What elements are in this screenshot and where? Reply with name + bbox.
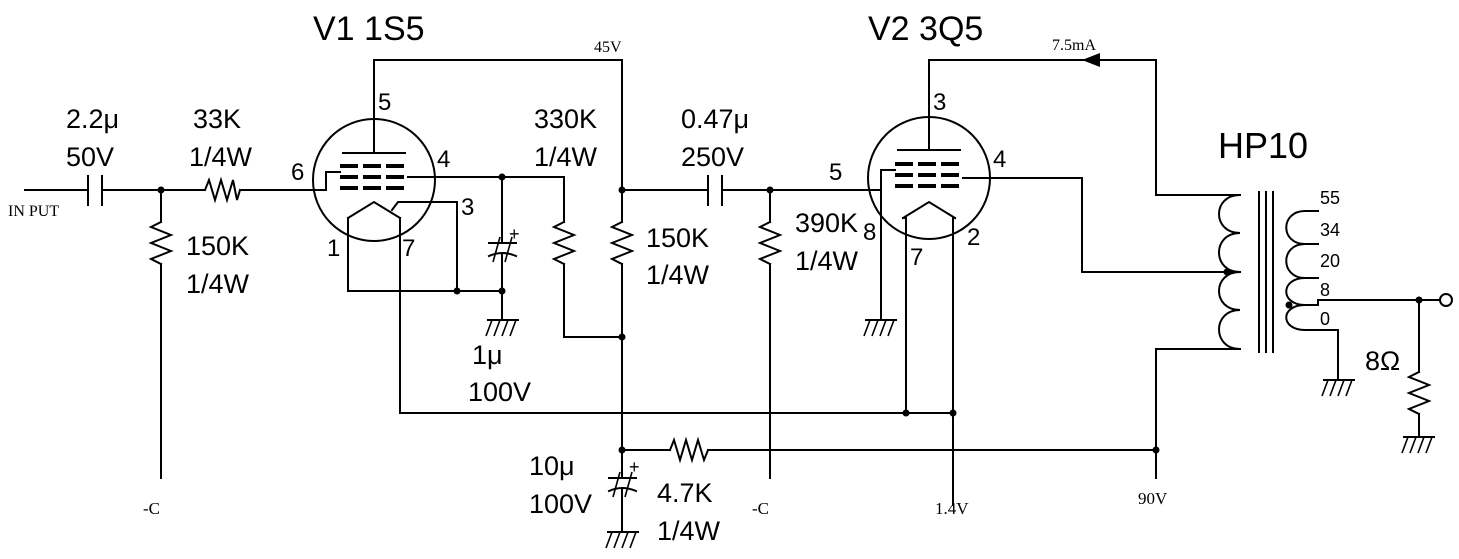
tap-34: 34 (1320, 220, 1340, 240)
speaker-load (1401, 299, 1435, 454)
resistor-390k (757, 189, 783, 479)
capacitor-10u-rating: 100V (529, 489, 592, 519)
resistor-33k-rating: 1/4W (189, 142, 253, 172)
resistor-150k-plate (609, 220, 635, 464)
voltage-45v: 45V (594, 39, 622, 56)
tube-v1-label: V1 1S5 (313, 10, 425, 48)
input-capacitor-value: 2.2μ (66, 104, 119, 134)
v1-pin-1: 1 (327, 235, 340, 262)
tap-8: 8 (1320, 280, 1330, 300)
coupling-capacitor-value: 0.47μ (681, 104, 749, 134)
tap-0: 0 (1320, 309, 1330, 329)
capacitor-1u-rating: 100V (468, 377, 531, 407)
coupling-capacitor (621, 175, 871, 206)
transformer-label: HP10 (1218, 125, 1308, 166)
junction-dot (949, 409, 957, 417)
tap-55: 55 (1320, 188, 1340, 208)
resistor-390k-rating: 1/4W (795, 246, 859, 276)
v2-pin-8: 8 (863, 219, 876, 246)
resistor-33k-value: 33K (193, 104, 241, 134)
junction-dot (1223, 268, 1231, 276)
v1-pin-5: 5 (378, 89, 391, 116)
capacitor-10u (605, 462, 639, 549)
junction-dot (1152, 446, 1160, 454)
capacitor-10u-polarity: + (629, 457, 640, 477)
resistor-150k-plate-value: 150K (646, 223, 709, 253)
resistor-4-7k-rating: 1/4W (657, 516, 721, 546)
resistor-390k-value: 390K (795, 208, 858, 238)
resistor-330k (551, 220, 623, 338)
resistor-150k-grid-rating: 1/4W (186, 269, 250, 299)
v1-pin-3: 3 (461, 194, 474, 221)
v1-pin-6: 6 (291, 159, 304, 186)
resistor-150k-grid-value: 150K (186, 231, 249, 261)
current-label: 7.5mA (1052, 37, 1096, 54)
v2-wiring (863, 59, 1241, 506)
capacitor-1u-polarity: + (509, 224, 520, 244)
v2-pin-4: 4 (993, 146, 1006, 173)
capacitor-1u (485, 176, 519, 337)
speaker-value: 8Ω (1365, 346, 1400, 376)
input-label: IN PUT (8, 203, 59, 220)
junction-dot (498, 287, 506, 295)
current-arrow-icon (1082, 53, 1100, 67)
junction-dot (618, 333, 626, 341)
v1-wiring (315, 59, 954, 414)
v2-pin-3: 3 (933, 89, 946, 116)
output-terminal-icon (1439, 293, 1453, 307)
resistor-150k-plate-rating: 1/4W (646, 260, 710, 290)
input-capacitor-rating: 50V (66, 142, 114, 172)
neg-c-label-1: -C (143, 499, 160, 518)
tube-v1 (312, 59, 436, 242)
input-capacitor (87, 175, 103, 206)
resistor-330k-value: 330K (534, 104, 597, 134)
tap-20: 20 (1320, 251, 1340, 271)
v2-pin-5: 5 (829, 159, 842, 186)
junction-dot (1285, 301, 1293, 309)
resistor-330k-rating: 1/4W (534, 142, 598, 172)
grid-leak-resistor (148, 189, 174, 479)
coupling-capacitor-rating: 250V (681, 142, 744, 172)
v2-pin-2: 2 (967, 224, 980, 251)
output-transformer (1218, 191, 1441, 397)
neg-c-label-2: -C (752, 499, 769, 518)
v1-pin-4: 4 (437, 146, 450, 173)
v1-pin-7: 7 (402, 235, 415, 262)
capacitor-10u-value: 10μ (529, 451, 575, 481)
tube-v2-label: V2 3Q5 (868, 10, 983, 48)
voltage-90v: 90V (1138, 489, 1168, 508)
junction-dot (453, 287, 461, 295)
resistor-33k (203, 176, 242, 204)
voltage-1-4v: 1.4V (935, 499, 969, 518)
resistor-4-7k-value: 4.7K (657, 478, 713, 508)
junction-dot (902, 409, 910, 417)
resistor-4-7k (621, 436, 1157, 464)
tube-v2 (867, 59, 991, 240)
v2-pin-7: 7 (910, 244, 923, 271)
junction-dot (1415, 296, 1423, 304)
capacitor-1u-value: 1μ (472, 340, 503, 370)
